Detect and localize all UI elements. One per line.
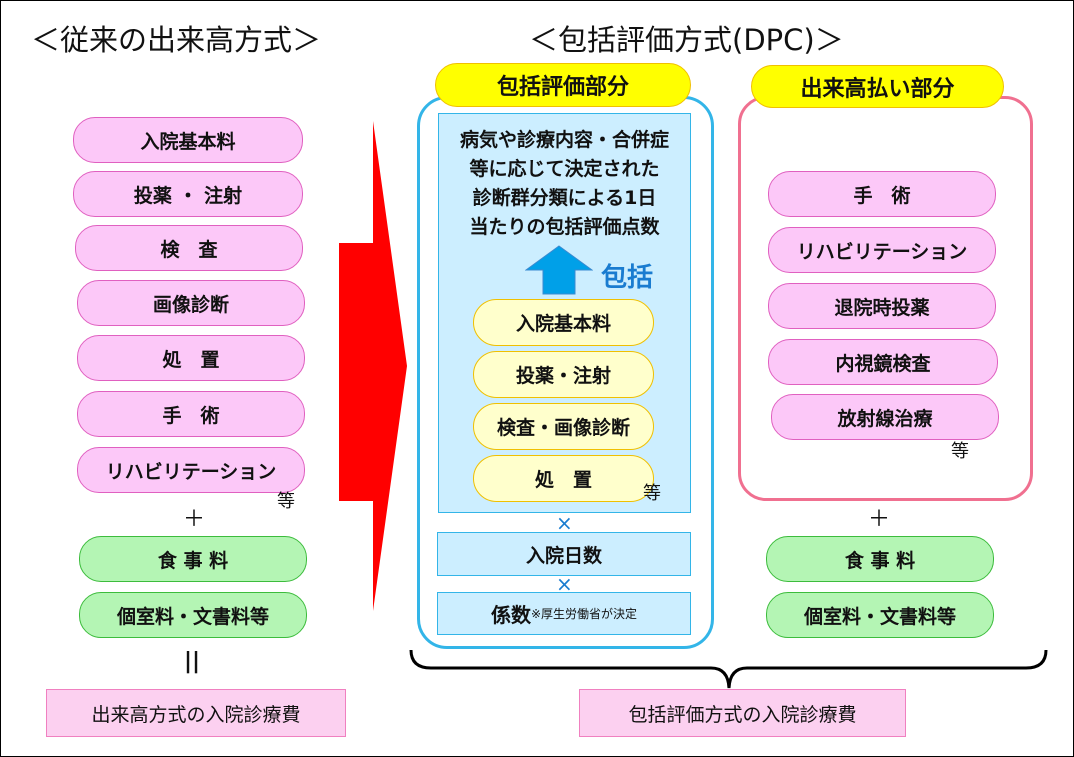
times-sign: × [556, 511, 573, 535]
fee-item: 退院時投薬 [768, 283, 996, 329]
room-fee: 個室料・文書料等 [79, 592, 307, 638]
etc-label: 等 [277, 491, 295, 512]
fee-item: 内視鏡検査 [768, 339, 998, 385]
coef-note: ※厚生労働省が決定 [530, 607, 638, 621]
room-fee: 個室料・文書料等 [766, 592, 994, 638]
desc-line: 当たりの包括評価点数 [469, 216, 660, 238]
bundled-description: 病気や診療内容・合併症等に応じて決定された診断群分類による1日当たりの包括評価点… [438, 126, 691, 242]
fee-item: 放射線治療 [771, 394, 999, 440]
bundle-label: 包括 [601, 263, 654, 293]
plus-sign: ＋ [183, 507, 206, 532]
bundled-item: 処 置 [473, 455, 654, 502]
desc-line: 病気や診療内容・合併症 [459, 129, 669, 151]
bundled-header: 包括評価部分 [435, 63, 691, 107]
left-item: 入院基本料 [73, 117, 303, 163]
fee-header: 出来高払い部分 [751, 65, 1004, 108]
bundled-item: 入院基本料 [473, 299, 654, 346]
meal-fee: 食 事 料 [79, 536, 307, 582]
left-item: 処 置 [77, 335, 305, 381]
desc-line: 診断群分類による1日 [472, 187, 657, 209]
left-item: 投薬 ・ 注射 [73, 171, 303, 217]
brace-icon [409, 649, 1048, 689]
bundled-item: 検査・画像診断 [473, 403, 654, 450]
bundled-item: 投薬・注射 [473, 351, 654, 398]
left-item: 検 査 [75, 225, 303, 271]
plus-sign: ＋ [868, 507, 891, 532]
left-item: 画像診断 [77, 280, 305, 326]
times-sign: × [556, 572, 573, 596]
etc-label: 等 [951, 441, 969, 462]
desc-line: 等に応じて決定された [469, 158, 660, 180]
left-result: 出来高方式の入院診療費 [46, 689, 346, 737]
right-result: 包括評価方式の入院診療費 [579, 689, 906, 737]
up-arrow-icon [525, 245, 593, 295]
coefficient: 係数※厚生労働省が決定 [437, 592, 691, 635]
fee-item: リハビリテーション [768, 227, 996, 273]
etc-label: 等 [643, 483, 661, 504]
left-title: ＜従来の出来高方式＞ [31, 23, 322, 57]
red-arrow-icon [339, 121, 407, 611]
coef-label: 係数 [490, 603, 531, 627]
hospital-days: 入院日数 [437, 532, 691, 576]
left-item: リハビリテーション [77, 447, 305, 493]
meal-fee: 食 事 料 [766, 536, 994, 582]
left-item: 手 術 [77, 391, 305, 437]
equals-sign: || [184, 649, 201, 674]
right-title: ＜包括評価方式(DPC)＞ [529, 23, 844, 57]
fee-item: 手 術 [768, 171, 996, 217]
